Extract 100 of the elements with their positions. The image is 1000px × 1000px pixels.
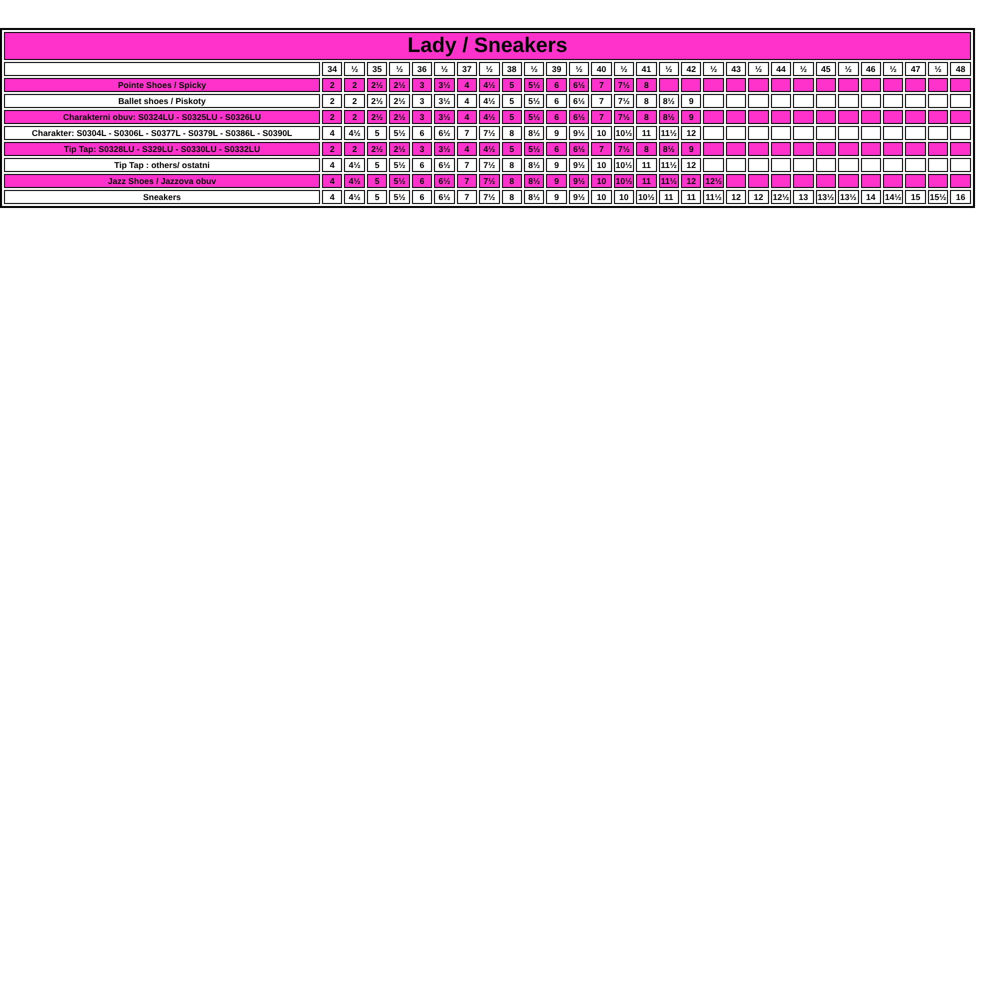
size-value: 11½ [658,126,679,140]
size-value: 4 [456,142,478,156]
size-value: 12 [681,158,702,172]
size-header: 43 [726,62,746,76]
size-value: 2 [322,78,342,92]
size-value: 2½ [389,78,410,92]
size-header: 41 [636,62,657,76]
size-value: 15 [905,190,926,204]
size-value: 4½ [479,94,500,108]
size-value: 7 [456,174,478,188]
shoe-type-label: Jazz Shoes / Jazzova obuv [4,174,320,188]
size-value: 7½ [614,94,634,108]
size-value: 11½ [658,158,679,172]
shoe-type-label: Ballet shoes / Piskoty [4,94,320,108]
size-value: 5½ [389,190,410,204]
size-value: 7 [591,110,612,124]
size-header: 47 [905,62,926,76]
size-value: 6½ [568,142,590,156]
size-value: 11 [636,158,657,172]
size-value: 9½ [568,126,590,140]
size-value: 2 [344,94,365,108]
size-value: 5 [502,78,522,92]
size-value: 5 [502,110,522,124]
size-value: 8 [636,94,657,108]
size-value: 5½ [524,94,544,108]
size-value: 5 [366,126,388,140]
size-value: 6 [412,126,432,140]
size-value: 3 [412,142,432,156]
size-value: 7½ [479,126,500,140]
size-value: 4½ [344,126,365,140]
size-value: 4½ [479,78,500,92]
size-value: 12½ [703,174,724,188]
size-value: 3½ [434,78,455,92]
size-value: 10½ [614,174,634,188]
size-value: 8 [502,190,522,204]
size-header: ½ [658,62,679,76]
size-value: 9 [681,110,702,124]
size-header: 45 [816,62,836,76]
shoe-type-label: Tip Tap : others/ ostatni [4,158,320,172]
size-value: 13½ [838,190,858,204]
size-value: 12 [681,174,702,188]
size-header: ½ [838,62,858,76]
size-header: ½ [524,62,544,76]
size-value: 5½ [524,78,544,92]
size-header: 35 [366,62,388,76]
size-value: 3½ [434,142,455,156]
size-header: ½ [748,62,769,76]
size-value: 9 [546,190,567,204]
size-value: 8½ [524,158,544,172]
size-value: 3 [412,78,432,92]
size-header: 42 [681,62,702,76]
size-value: 4½ [344,190,365,204]
size-value: 7½ [479,158,500,172]
size-value: 12 [681,126,702,140]
size-header: ½ [614,62,634,76]
size-header: 38 [502,62,522,76]
size-header: 44 [770,62,792,76]
size-value: 7½ [614,78,634,92]
size-value: 11 [681,190,702,204]
size-value: 7½ [479,190,500,204]
size-value: 8 [502,158,522,172]
size-value: 2½ [366,94,388,108]
size-value: 8½ [658,110,679,124]
size-value: 5½ [389,126,410,140]
size-value: 4 [322,158,342,172]
size-value: 9½ [568,158,590,172]
size-value: 8 [636,142,657,156]
size-value: 6½ [568,110,590,124]
size-value: 12½ [770,190,792,204]
table-title-bar: Lady / Sneakers [4,32,971,60]
size-value: 10½ [636,190,657,204]
size-value: 4½ [344,158,365,172]
size-value: 4½ [479,142,500,156]
size-value: 7 [591,94,612,108]
size-value: 10 [591,126,612,140]
size-value: 2 [322,94,342,108]
size-value: 6 [546,78,567,92]
size-value: 4 [456,110,478,124]
size-value: 4 [456,94,478,108]
size-value: 13½ [816,190,836,204]
size-header: ½ [568,62,590,76]
size-value: 7½ [614,142,634,156]
size-value: 4 [456,78,478,92]
size-value: 6 [546,94,567,108]
size-value: 2½ [389,142,410,156]
size-value: 14 [860,190,881,204]
size-header: ½ [882,62,904,76]
size-value: 9 [546,126,567,140]
size-value: 2½ [389,110,410,124]
size-value: 5½ [524,110,544,124]
size-value: 7 [456,158,478,172]
size-value: 2½ [366,110,388,124]
size-value: 2 [344,78,365,92]
shoe-type-label: Tip Tap: S0328LU - S329LU - S0330LU - S0332LU [4,142,320,156]
size-value: 12 [748,190,769,204]
size-value: 6 [546,142,567,156]
size-value: 7 [456,126,478,140]
size-header: 36 [412,62,432,76]
size-value: 5 [502,94,522,108]
size-value: 6 [412,190,432,204]
